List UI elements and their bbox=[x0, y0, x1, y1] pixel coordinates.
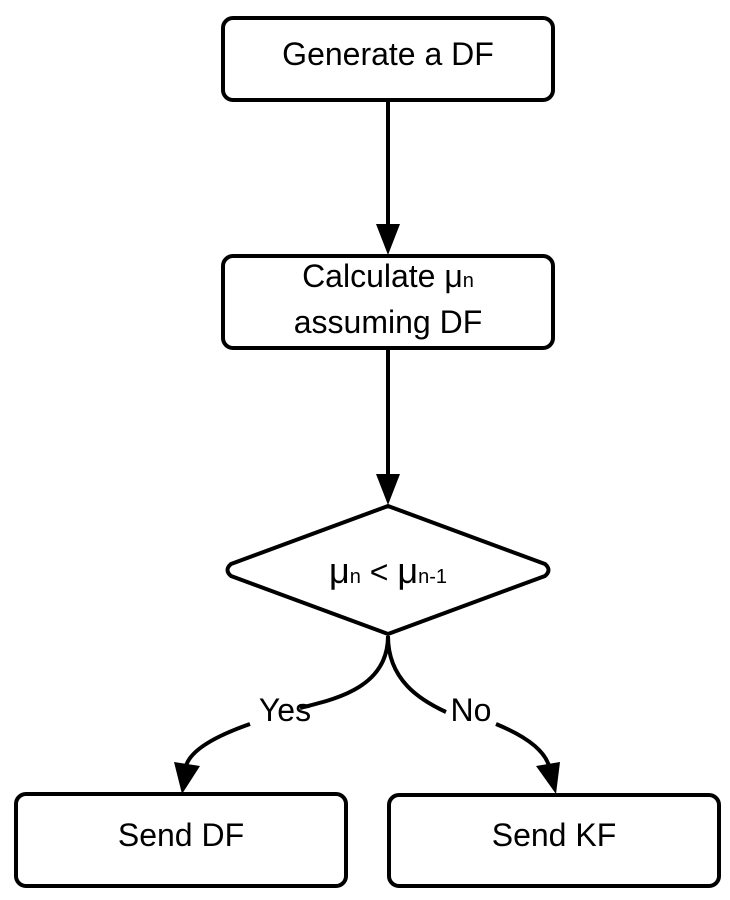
process-box bbox=[14, 792, 348, 888]
less-than-operator: < bbox=[361, 554, 397, 590]
node-label-line1: Calculate μn bbox=[302, 258, 474, 294]
label-subscript: n bbox=[463, 270, 474, 292]
arrowhead-icon bbox=[376, 474, 400, 505]
arrowhead-icon bbox=[376, 224, 400, 255]
edge-label-no: No bbox=[451, 692, 492, 728]
node-send-df[interactable]: Send DF bbox=[14, 792, 348, 888]
subscript-n-minus-1: n-1 bbox=[418, 566, 447, 588]
node-send-kf[interactable]: Send KF bbox=[387, 793, 721, 888]
node-label: Send KF bbox=[492, 817, 617, 853]
process-box bbox=[221, 16, 555, 102]
connector-curve bbox=[299, 635, 390, 710]
mu-symbol: μ bbox=[329, 550, 350, 591]
connector-curve bbox=[495, 722, 551, 767]
connector-curve bbox=[386, 635, 447, 714]
node-generate-df[interactable]: Generate a DF bbox=[221, 16, 555, 102]
edge-calculate-to-decision bbox=[376, 348, 400, 505]
connector-curve bbox=[184, 722, 251, 767]
node-calculate-mu[interactable]: Calculate μn assuming DF bbox=[221, 254, 555, 350]
subscript-n: n bbox=[350, 566, 361, 588]
arrowhead-icon bbox=[536, 762, 560, 794]
decision-diamond bbox=[225, 504, 551, 636]
node-label-line2: assuming DF bbox=[294, 304, 483, 340]
edge-decision-to-send-kf: No bbox=[386, 635, 560, 794]
arrowhead-icon bbox=[174, 762, 200, 794]
process-box bbox=[221, 254, 555, 350]
decision-label: μn < μn-1 bbox=[329, 550, 447, 591]
edge-label-yes: Yes bbox=[259, 692, 311, 728]
edge-decision-to-send-df: Yes bbox=[174, 635, 390, 794]
edge-generate-to-calculate bbox=[376, 100, 400, 255]
label-main: Calculate μ bbox=[302, 258, 463, 294]
process-box bbox=[387, 793, 721, 888]
node-label: Generate a DF bbox=[282, 36, 494, 72]
node-label: Send DF bbox=[118, 817, 244, 853]
node-decision[interactable]: μn < μn-1 bbox=[225, 504, 551, 636]
mu-symbol: μ bbox=[397, 550, 418, 591]
